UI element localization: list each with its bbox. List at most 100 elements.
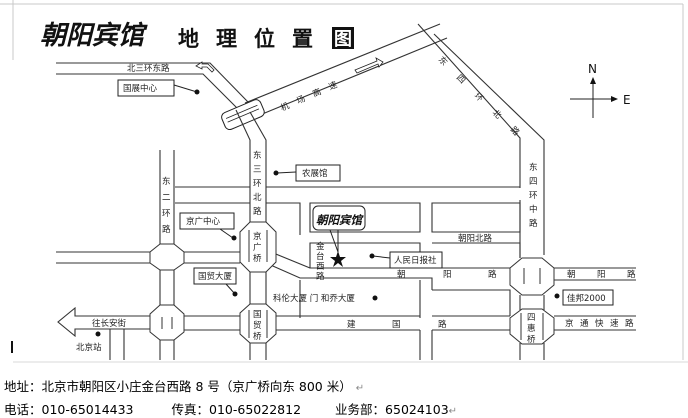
svg-text:二: 二 <box>162 193 171 203</box>
landmark-nongzhan: 农展馆 <box>273 164 341 182</box>
svg-text:四: 四 <box>454 73 467 86</box>
svg-text:桥: 桥 <box>527 334 536 345</box>
svg-text:机: 机 <box>279 100 292 114</box>
svg-text:朝: 朝 <box>567 270 576 280</box>
location-dot-icon <box>369 253 375 259</box>
svg-text:东: 东 <box>529 162 538 173</box>
title-char: 地 <box>178 27 199 51</box>
svg-text:三: 三 <box>253 165 262 175</box>
svg-text:东: 东 <box>253 150 262 161</box>
address-line: 地址：北京市朝阳区小庄金台西路 8 号（京广桥向东 800 米） ↵ <box>4 376 364 395</box>
svg-text:速: 速 <box>327 80 339 93</box>
north-arrow-icon <box>590 77 596 84</box>
svg-text:科伦大厦 门 和乔大厦: 科伦大厦 门 和乔大厦 <box>273 293 355 304</box>
svg-text:贸: 贸 <box>253 320 262 331</box>
sales-label: 业务部： <box>335 402 386 417</box>
svg-text:路: 路 <box>316 271 325 282</box>
road-jichang-gaosu: 机 场 高 速 <box>221 23 448 131</box>
road-segment <box>299 280 421 318</box>
svg-text:北: 北 <box>253 193 262 203</box>
north-label: N <box>588 62 597 76</box>
svg-text:快: 快 <box>595 318 604 329</box>
road-segment <box>266 186 520 235</box>
road-jianguo <box>276 315 510 331</box>
road-segment <box>432 289 511 316</box>
compass: N E <box>570 62 631 118</box>
svg-text:桥: 桥 <box>253 253 262 264</box>
title-char-box <box>332 27 354 49</box>
location-dot-icon <box>194 89 200 95</box>
svg-text:高: 高 <box>311 86 323 99</box>
road-label: 北三环东路 <box>127 63 170 74</box>
svg-text:路: 路 <box>438 319 447 330</box>
svg-text:环: 环 <box>472 91 485 104</box>
svg-text:北: 北 <box>490 108 503 121</box>
svg-text:朝: 朝 <box>397 270 406 280</box>
title-char: 位 <box>254 27 275 51</box>
location-map: 朝阳宾馆 地 理 位 置 图 N E 北三环东路 机 场 高 速 <box>0 0 688 363</box>
overpass-icon <box>221 99 265 131</box>
svg-text:人民日报社: 人民日报社 <box>394 255 437 266</box>
u-turn-arrow-icon <box>195 61 215 73</box>
svg-text:惠: 惠 <box>527 323 536 334</box>
block <box>431 202 521 233</box>
jingguang-bridge: 京 广 桥 <box>239 221 277 273</box>
location-dot-icon <box>95 331 101 337</box>
svg-text:国: 国 <box>392 320 401 330</box>
road-segment <box>419 330 433 360</box>
svg-text:国展中心: 国展中心 <box>123 83 158 94</box>
svg-text:农展馆: 农展馆 <box>302 168 328 179</box>
road-dong-er-huan: 东 二 环 路 <box>159 150 175 360</box>
svg-text:佳邦2000: 佳邦2000 <box>567 293 606 304</box>
location-dot-icon <box>554 293 560 299</box>
svg-text:西: 西 <box>316 262 325 272</box>
svg-text:速: 速 <box>610 319 619 329</box>
landmark-kelun-hejiao: 科伦大厦 门 和乔大厦 <box>273 293 378 304</box>
svg-text:四: 四 <box>527 313 536 323</box>
road-segment <box>175 186 250 204</box>
road-bei-san-huan-dong: 北三环东路 <box>56 61 249 109</box>
svg-text:路: 路 <box>488 269 497 280</box>
svg-text:京: 京 <box>253 231 262 242</box>
road-label: 往长安街 <box>92 318 127 329</box>
sales-value: 65024103 <box>385 402 449 417</box>
svg-text:路: 路 <box>529 218 538 229</box>
interchange-chaoyang-east <box>509 257 555 296</box>
east-arrow-icon <box>611 96 618 102</box>
map-title: 朝阳宾馆 地 理 位 置 图 <box>40 21 354 51</box>
landmark-guozhan: 国展中心 <box>117 79 200 97</box>
svg-text:国: 国 <box>253 310 262 320</box>
road-segment <box>184 315 240 331</box>
landmark-jiabang: 佳邦2000 <box>554 289 614 306</box>
title-char: 理 <box>216 27 237 51</box>
svg-text:中: 中 <box>529 204 538 215</box>
return-mark: ↵ <box>448 406 458 417</box>
hotel-label: 朝阳宾馆 <box>316 213 364 227</box>
svg-text:广: 广 <box>253 242 262 253</box>
road-segment <box>432 242 521 258</box>
interchange-erhuan-north <box>149 243 185 271</box>
direction-arrow-icon <box>354 57 384 74</box>
svg-text:路: 路 <box>625 318 634 329</box>
svg-text:国贸大厦: 国贸大厦 <box>198 271 233 282</box>
svg-text:建: 建 <box>347 319 356 330</box>
east-label: E <box>623 93 631 107</box>
location-dot-icon <box>372 295 378 301</box>
road-wang-changan: 往长安街 北京站 <box>57 306 150 360</box>
svg-text:通: 通 <box>580 318 589 329</box>
landmark-renmin-ribao: 人民日报社 <box>369 251 443 269</box>
title-char: 置 <box>292 27 313 51</box>
landmark-jingguang-center: 京广中心 <box>179 212 237 241</box>
svg-text:京: 京 <box>565 318 574 329</box>
guomao-bridge: 国 贸 桥 <box>239 303 277 344</box>
fax-value: 010-65022812 <box>209 402 302 417</box>
return-mark: ↵ <box>355 383 365 394</box>
svg-text:金: 金 <box>316 241 325 252</box>
hotel-marker: 朝阳宾馆 <box>312 205 366 267</box>
sihui-bridge: 四 惠 桥 <box>509 308 555 345</box>
block <box>309 202 421 233</box>
svg-text:阳: 阳 <box>597 270 606 280</box>
svg-text:路: 路 <box>162 224 171 235</box>
star-icon <box>330 251 346 267</box>
svg-text:路: 路 <box>253 206 262 217</box>
